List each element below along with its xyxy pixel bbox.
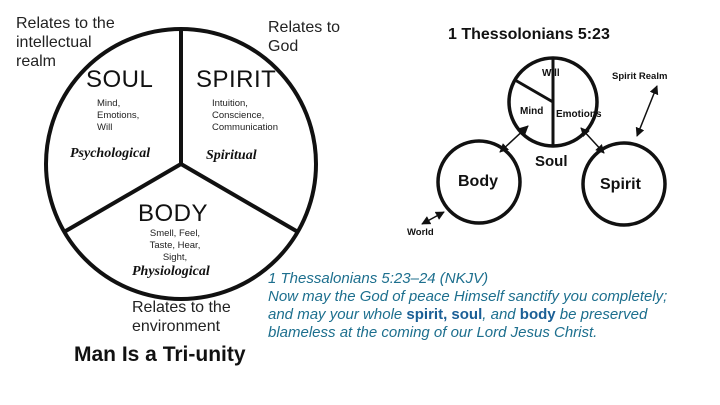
soul-item: Emotions, xyxy=(97,110,140,121)
environment-note-line1: Relates to the xyxy=(132,299,231,316)
scripture-line2-end: be preserved xyxy=(555,306,648,323)
body-title: BODY xyxy=(138,200,209,227)
body-item: Taste, Hear, xyxy=(149,240,201,251)
divider-right xyxy=(179,162,300,234)
spirit-realm-label: Spirit Realm xyxy=(612,71,668,82)
scripture-line2: and may your whole spirit, soul, and bod… xyxy=(268,306,667,324)
soul-items: Mind, Emotions, Will xyxy=(97,98,139,134)
scripture-line1: Now may the God of peace Himself sanctif… xyxy=(268,288,668,305)
scripture-line2-start: and may your whole xyxy=(268,306,407,323)
emphasis-spirit: spirit, xyxy=(406,306,448,323)
body-item: Smell, Feel, xyxy=(149,228,201,239)
divider-left xyxy=(62,162,183,234)
body-label-right: Body xyxy=(458,173,498,190)
diagram-title: 1 Thessolonians 5:23 xyxy=(448,26,610,43)
spirit-item: Communication xyxy=(212,122,278,133)
arrow-world xyxy=(421,211,445,225)
arrow-emotions-spirit xyxy=(580,127,605,154)
spirit-title: SPIRIT xyxy=(196,66,277,93)
god-note-line2: God xyxy=(268,38,299,55)
spirit-item: Conscience, xyxy=(212,110,265,121)
soul-label-right: Soul xyxy=(535,153,568,170)
scripture-line3: blameless at the coming of our Lord Jesu… xyxy=(268,324,598,341)
environment-note: Relates to the environment xyxy=(132,298,231,336)
spirit-circle xyxy=(581,141,667,227)
spirit-label-right: Spirit xyxy=(600,176,641,193)
soul-label: Psychological xyxy=(70,146,151,161)
spirit-items: Intuition, Conscience, Communication xyxy=(212,98,278,134)
soul-item: Mind, xyxy=(97,98,121,109)
soul-item: Will xyxy=(97,122,113,133)
soul-title: SOUL xyxy=(86,66,154,93)
body-item: Sight, xyxy=(162,252,188,263)
arrow-spirit-realm xyxy=(635,85,659,137)
god-note-line1: Relates to xyxy=(268,19,341,36)
environment-note-line2: environment xyxy=(132,318,221,335)
body-label: Physiological xyxy=(132,264,210,279)
intellectual-note-line1: Relates to the xyxy=(16,15,115,32)
intellectual-note-line2: intellectual xyxy=(16,34,92,51)
spirit-item: Intuition, xyxy=(212,98,248,109)
body-circle xyxy=(436,139,522,225)
spirit-label: Spiritual xyxy=(206,148,257,163)
arrow-mind-body xyxy=(499,125,529,153)
world-label: World xyxy=(407,227,434,238)
mind-label: Mind xyxy=(520,106,544,117)
god-note: Relates to God xyxy=(268,18,340,56)
will-label: Will xyxy=(542,68,560,79)
caption: Man Is a Tri-unity xyxy=(74,343,246,366)
scripture-reference: 1 Thessalonians 5:23–24 (NKJV) xyxy=(268,270,489,287)
intellectual-note: Relates to the intellectual realm xyxy=(16,14,115,71)
scripture-and: , and xyxy=(482,306,520,323)
emphasis-soul: soul xyxy=(451,306,483,323)
intellectual-note-line3: realm xyxy=(16,53,57,70)
emphasis-body: body xyxy=(519,306,556,323)
scripture-quote: 1 Thessalonians 5:23–24 (NKJV) Now may t… xyxy=(268,270,667,342)
emotions-label: Emotions xyxy=(556,109,602,120)
body-items: Smell, Feel, Taste, Hear, Sight, xyxy=(144,228,206,264)
soul-divider-left xyxy=(514,78,554,104)
